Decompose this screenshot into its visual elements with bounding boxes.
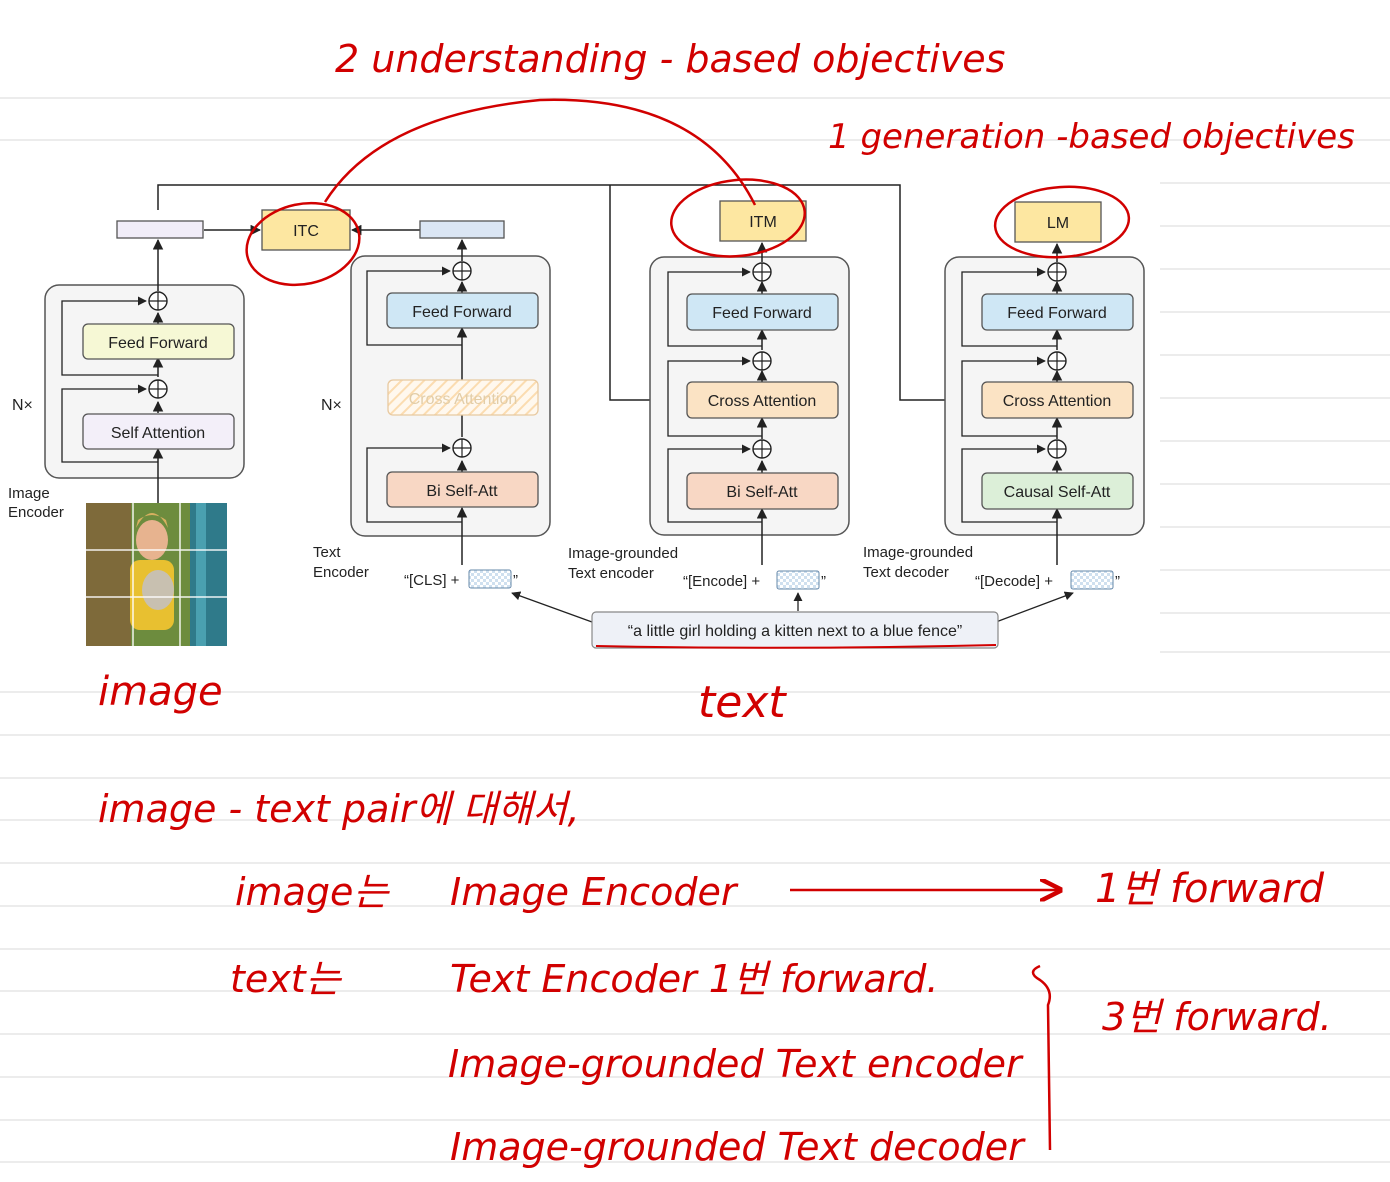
feed-forward-label: Feed Forward <box>1007 305 1107 322</box>
image-grounded-text-encoder <box>649 200 850 590</box>
note-line-1: image - text pair에 대해서, <box>98 787 580 831</box>
image-encoder-caption: Encoder <box>8 504 64 521</box>
cls-input-label: “[CLS] + <box>404 572 460 589</box>
note-line-4: Image-grounded Text encoder <box>448 1042 1024 1086</box>
ig-text-encoder-caption: Text encoder <box>568 565 654 582</box>
itm-label: ITM <box>749 214 777 231</box>
caption-input <box>511 591 1074 649</box>
input-photo <box>86 503 227 646</box>
feed-forward-label: Feed Forward <box>412 304 512 321</box>
bi-self-att-label: Bi Self-Att <box>726 484 798 501</box>
ig-text-decoder-caption: Text decoder <box>863 564 949 581</box>
note-line-2b: Image Encoder <box>450 870 739 914</box>
image-encoder-caption: Image <box>8 485 50 502</box>
ig-text-decoder-caption: Image-grounded <box>863 544 973 561</box>
image-grounded-text-decoder <box>944 201 1145 590</box>
note-line-2a: image는 <box>235 870 390 914</box>
image-encoder <box>44 220 245 505</box>
close-quote: ” <box>513 572 518 589</box>
text-encoder <box>350 220 551 589</box>
note-line-5: Image-grounded Text decoder <box>450 1125 1026 1169</box>
close-quote: ” <box>1115 573 1120 590</box>
caption-text: “a little girl holding a kitten next to … <box>628 623 962 640</box>
feed-forward-label: Feed Forward <box>108 335 208 352</box>
note-line-3b: Text Encoder 1번 forward. <box>450 957 938 1001</box>
three-forward-annotation: 3번 forward. <box>1102 995 1332 1039</box>
image-annotation: image <box>98 669 223 715</box>
generation-annotation: 1 generation -based objectives <box>828 117 1355 157</box>
ig-text-encoder-caption: Image-grounded <box>568 545 678 562</box>
image-embedding-bar <box>116 220 204 239</box>
nx-label: N× <box>12 397 33 414</box>
causal-self-att-label: Causal Self-Att <box>1004 484 1111 501</box>
note-line-2c: 1번 forward <box>1095 866 1325 912</box>
cross-attention-label: Cross Attention <box>708 393 817 410</box>
close-quote: ” <box>821 573 826 590</box>
self-attention-label: Self Attention <box>111 425 205 442</box>
text-embedding-bar <box>419 220 505 239</box>
encode-input-label: “[Encode] + <box>683 573 760 590</box>
itc-label: ITC <box>293 223 319 240</box>
itm-box <box>719 200 807 242</box>
itc-box <box>261 209 351 251</box>
text-encoder-caption: Encoder <box>313 564 369 581</box>
understanding-annotation: 2 understanding - based objectives <box>335 37 1005 81</box>
cross-attention-label: Cross Attention <box>1003 393 1112 410</box>
text-annotation: text <box>698 677 787 728</box>
red-annotations <box>245 98 1131 1151</box>
feed-forward-label: Feed Forward <box>712 305 812 322</box>
bi-self-att-label: Bi Self-Att <box>426 483 498 500</box>
lm-label: LM <box>1047 215 1069 232</box>
cross-attention-disabled-label: Cross Attention <box>409 391 518 408</box>
note-line-3a: text는 <box>230 957 343 1001</box>
decode-input-label: “[Decode] + <box>975 573 1053 590</box>
text-encoder-caption: Text <box>313 544 341 561</box>
lm-box <box>1014 201 1102 243</box>
ruled-lines <box>0 97 1390 1163</box>
nx-label: N× <box>321 397 342 414</box>
